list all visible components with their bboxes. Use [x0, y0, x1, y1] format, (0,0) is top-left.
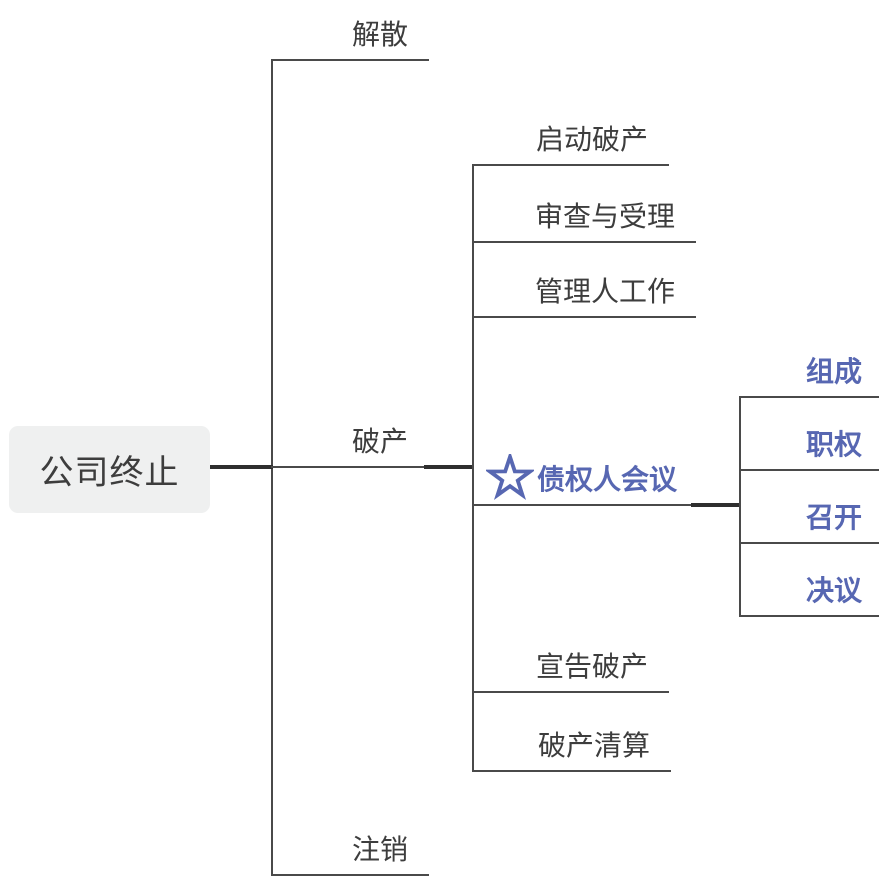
node-composition[interactable]: 组成 — [805, 356, 862, 387]
convene-underline — [739, 542, 879, 544]
level3-trunk-line — [739, 396, 741, 617]
node-resolution[interactable]: 决议 — [805, 575, 862, 606]
creditors-meeting-branch-line — [691, 503, 741, 507]
powers-underline — [739, 469, 879, 471]
root-branch-line — [210, 465, 273, 469]
star-icon — [485, 454, 534, 501]
initiate-bankruptcy-underline — [472, 164, 669, 166]
bankruptcy-underline — [271, 466, 429, 468]
node-declare-bankruptcy[interactable]: 宣告破产 — [535, 651, 648, 682]
node-powers[interactable]: 职权 — [805, 429, 862, 460]
resolution-underline — [739, 615, 879, 617]
administrator-work-underline — [472, 316, 696, 318]
node-deregistration[interactable]: 注销 — [351, 834, 408, 865]
dissolution-underline — [271, 59, 429, 61]
creditors-meeting-label: 债权人会议 — [536, 464, 677, 495]
root-node-company-termination[interactable]: 公司终止 — [9, 426, 210, 513]
bankruptcy-liquidation-underline — [472, 770, 671, 772]
creditors-meeting-underline — [472, 504, 694, 506]
declare-bankruptcy-underline — [472, 691, 669, 693]
node-bankruptcy-liquidation[interactable]: 破产清算 — [537, 730, 650, 761]
node-administrator-work[interactable]: 管理人工作 — [534, 276, 675, 307]
deregistration-underline — [271, 874, 429, 876]
node-bankruptcy[interactable]: 破产 — [351, 426, 408, 457]
node-dissolution[interactable]: 解散 — [351, 19, 408, 50]
node-convene[interactable]: 召开 — [805, 502, 862, 533]
node-review-acceptance[interactable]: 审查与受理 — [534, 201, 675, 232]
level2-trunk-line — [472, 164, 474, 772]
bankruptcy-branch-line — [424, 465, 474, 469]
review-acceptance-underline — [472, 241, 696, 243]
composition-underline — [739, 396, 879, 398]
node-initiate-bankruptcy[interactable]: 启动破产 — [535, 124, 648, 155]
node-creditors-meeting[interactable]: 债权人会议 — [473, 454, 693, 502]
